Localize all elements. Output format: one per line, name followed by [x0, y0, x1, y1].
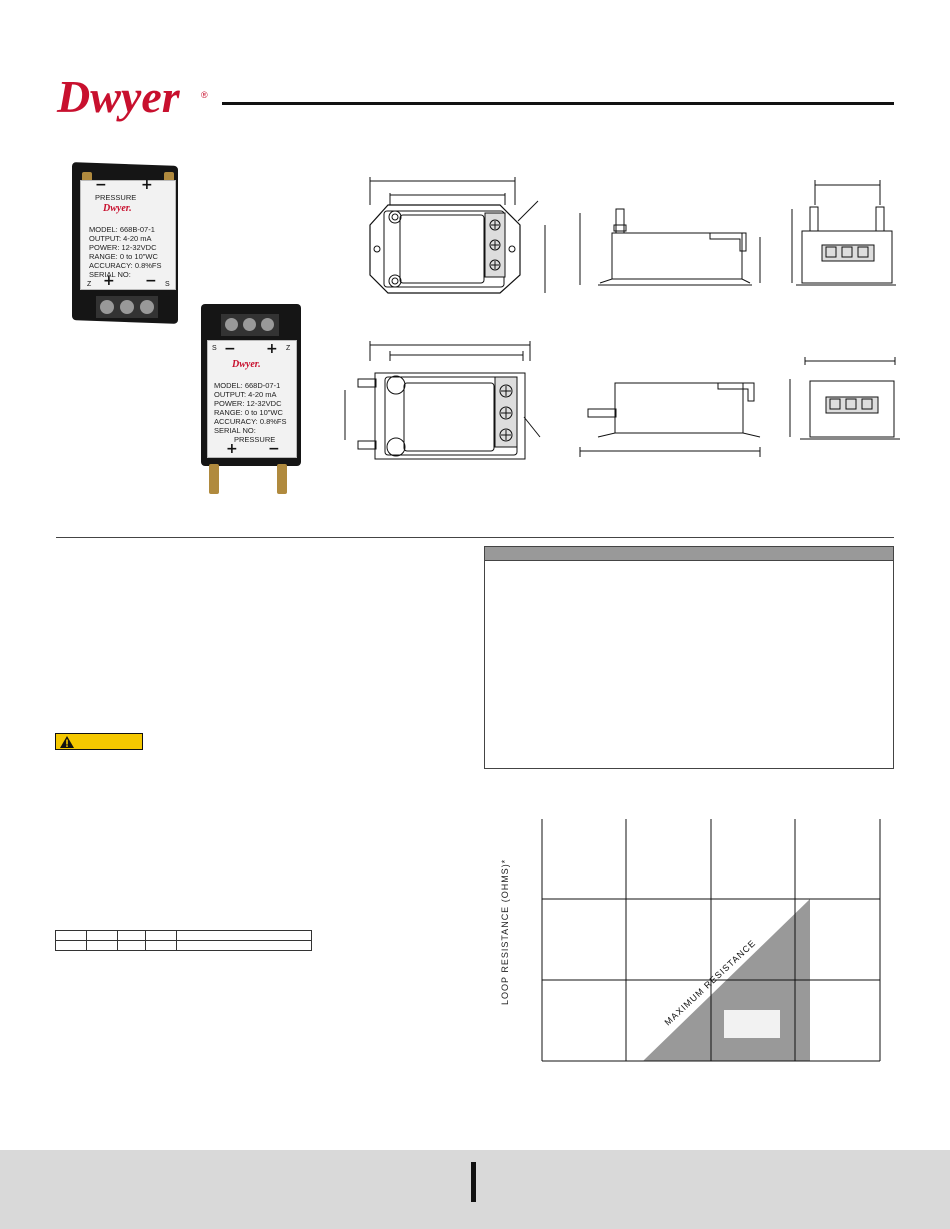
plate-pressure-label: PRESSURE	[234, 435, 276, 444]
section-divider	[56, 537, 894, 538]
plate-output: OUTPUT: 4-20 mA	[214, 390, 277, 399]
drawing-end-view-668d	[789, 357, 900, 440]
drawing-side-view-668d	[579, 382, 761, 457]
pressure-port-plus	[164, 172, 174, 186]
product-photo-668b: − + PRESSURE Dwyer. MODEL: 668B-07-1 OUT…	[68, 160, 188, 332]
dimension-drawings	[344, 177, 900, 460]
plate-serial: SERIAL NO:	[89, 270, 131, 279]
plate-serial: SERIAL NO:	[214, 426, 256, 435]
drawing-end-view-668b	[791, 180, 896, 286]
bottom-minus-symbol: −	[145, 273, 157, 289]
plate-model: MODEL: 668B-07-1	[89, 225, 155, 234]
pressure-port-minus	[82, 172, 92, 186]
chart-grid	[541, 819, 881, 1062]
plate-logo: Dwyer.	[103, 203, 132, 214]
plate-minus-symbol: −	[95, 177, 107, 193]
warning-triangle-icon	[60, 736, 74, 748]
specifications-box	[484, 546, 894, 769]
pressure-port-plus	[209, 464, 219, 494]
model-table	[55, 930, 312, 951]
table-row	[55, 940, 312, 951]
warning-badge	[55, 733, 143, 750]
terminal-block	[96, 296, 158, 318]
specifications-header-bar	[485, 547, 893, 561]
plate-pressure-label: PRESSURE	[95, 193, 137, 202]
dwyer-logo: Dwyer ®	[56, 71, 208, 122]
pressure-port-minus	[277, 464, 287, 494]
terminal-s-label: S	[165, 281, 170, 288]
plate-accuracy: ACCURACY: 0.8%FS	[214, 417, 287, 426]
drawing-side-view-668b	[579, 208, 761, 286]
chart-y-axis-label: LOOP RESISTANCE (OHMS)*	[500, 858, 510, 1005]
plate-model: MODEL: 668D-07-1	[214, 381, 281, 390]
terminal-s-label: S	[212, 345, 217, 352]
bottom-plus-symbol: +	[103, 273, 115, 289]
footer-divider-bar	[471, 1162, 476, 1202]
terminal-block	[221, 314, 279, 336]
header-rule	[222, 102, 894, 105]
loop-resistance-chart: MAXIMUM RESISTANCE	[541, 819, 881, 1062]
drawing-top-view-668d	[344, 341, 541, 460]
plate-power: POWER: 12-32VDC	[214, 399, 282, 408]
drawing-top-view-668b	[369, 177, 546, 294]
plate-range: RANGE: 0 to 10"WC	[214, 408, 283, 417]
logo-wordmark: Dwyer	[56, 71, 181, 122]
terminal-z-label: Z	[286, 345, 291, 352]
plate-plus-symbol: +	[141, 177, 153, 193]
product-photo-668d: S − + Z Dwyer. MODEL: 668D-07-1 OUTPUT: …	[195, 300, 310, 498]
operating-area-label-box	[724, 1010, 780, 1038]
plate-plus-symbol: +	[266, 341, 278, 357]
bottom-plus-symbol: +	[226, 441, 238, 457]
table-row	[55, 930, 312, 941]
plate-power: POWER: 12-32VDC	[89, 243, 157, 252]
terminal-z-label: Z	[87, 281, 92, 288]
plate-minus-symbol: −	[224, 341, 236, 357]
plate-logo: Dwyer.	[232, 359, 261, 370]
logo-registered-mark: ®	[201, 90, 208, 100]
plate-accuracy: ACCURACY: 0.8%FS	[89, 261, 162, 270]
plate-output: OUTPUT: 4-20 mA	[89, 234, 152, 243]
bottom-minus-symbol: −	[268, 441, 280, 457]
plate-range: RANGE: 0 to 10"WC	[89, 252, 158, 261]
